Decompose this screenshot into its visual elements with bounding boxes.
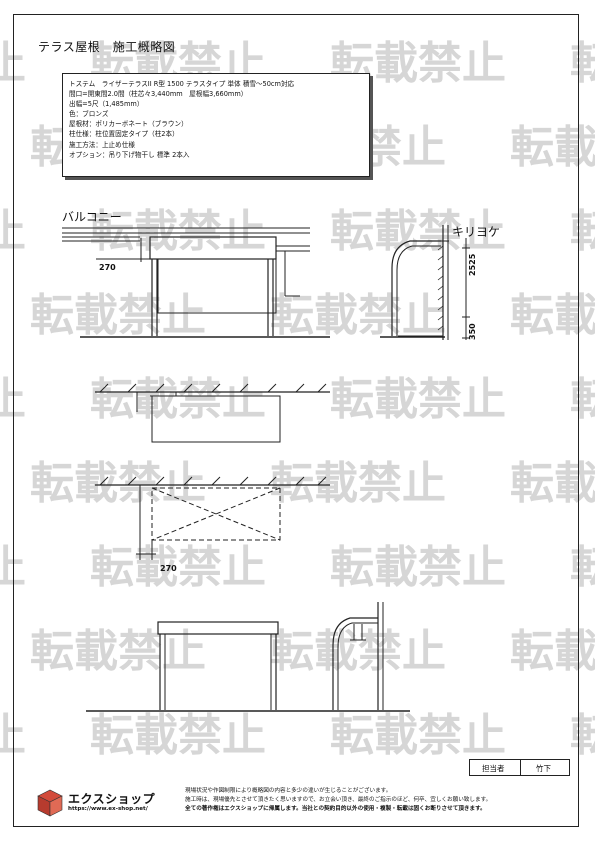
side-elevation (380, 225, 470, 340)
balcony-label: バルコニー (62, 210, 122, 224)
watermark-text: 転載禁止 (570, 542, 595, 593)
watermark-text: 転載禁止 (330, 374, 506, 425)
watermark-text: 転載禁止 (90, 710, 266, 761)
footer-note: 全ての著作権はエクスショップに帰属します。当社との契約目的以外の使用・複製・転載… (185, 806, 486, 812)
plan-view-2 (95, 476, 330, 560)
watermark-text: 転載禁止 (510, 122, 595, 173)
spec-line: 屋根材：ポリカーボネート（ブラウン） (69, 120, 188, 129)
bottom-front-elevation (86, 621, 410, 712)
page-frame (13, 14, 579, 827)
footer-note: 現場状況や作図制限により概略図の内容と多少の違いが生じることがございます。 (185, 788, 392, 794)
watermark-text: 転載禁止 (90, 542, 266, 593)
watermark-text: 転載禁止 (30, 458, 206, 509)
staff-separator (520, 760, 521, 775)
brand-url[interactable]: https://www.ex-shop.net/ (68, 806, 148, 812)
watermark-text: 転載禁止 (570, 374, 595, 425)
watermark-text: 転載禁止 (570, 710, 595, 761)
watermark-text: 転載禁止 (510, 626, 595, 677)
spec-line: 柱仕様：柱位置固定タイプ（柱2本） (69, 130, 179, 139)
watermark-text: 転載禁止 (270, 626, 446, 677)
height-base-dimension: 350 (468, 323, 477, 340)
front-offset-dimension: 270 (99, 263, 116, 272)
footer-note: 施工時は、現場優先とさせて頂きたく思いますので、お立会い頂き、最終のご指示のほど… (185, 797, 492, 803)
watermark-text: 転載禁止 (510, 290, 595, 341)
watermark-text: 転載禁止 (30, 290, 206, 341)
watermark-text: 転載禁止 (510, 458, 595, 509)
spec-line: オプション：吊り下げ物干し 標準 2本入 (69, 150, 190, 159)
watermark-text: 転載禁止 (90, 374, 266, 425)
brand-name: エクスショップ (68, 792, 156, 806)
spec-line: トステム ライザーテラスII R型 1500 テラスタイプ 単体 積雪～50cm… (69, 80, 295, 88)
staff-box: 担当者 竹下 (469, 759, 570, 776)
ex-shop-logo (37, 789, 63, 817)
bottom-side-elevation (332, 602, 384, 710)
spec-box: トステム ライザーテラスII R型 1500 テラスタイプ 単体 積雪～50cm… (62, 73, 370, 177)
staff-name: 竹下 (536, 764, 551, 773)
watermark-text: 転載禁止 (570, 206, 595, 257)
plan-offset-dimension: 270 (160, 564, 177, 573)
watermark-text: 転載禁止 (330, 206, 506, 257)
spec-line: 施工方法：上止め仕様 (69, 140, 135, 149)
plan-view-1 (95, 383, 330, 443)
spec-line: 間口=開東間2.0間（柱芯々3,440mm 屋根幅3,660mm） (69, 90, 248, 99)
box-icon (37, 789, 63, 817)
watermark-text: 転載禁止 (330, 710, 506, 761)
footer-notes: 現場状況や作図制限により概略図の内容と多少の違いが生じることがございます。 施工… (185, 787, 491, 814)
watermark-text: 転載禁止 (570, 38, 595, 89)
watermark-text: 転載禁止 (90, 206, 266, 257)
watermark-text: 転載禁止 (270, 458, 446, 509)
kiriyoke-label: キリヨケ (452, 225, 501, 239)
watermark-text: 転載禁止 (330, 542, 506, 593)
height-main-dimension: 2525 (468, 253, 477, 276)
spec-line: 出幅=5尺（1,485mm） (69, 100, 144, 109)
page-title: テラス屋根 施工概略図 (38, 40, 176, 54)
staff-label: 担当者 (482, 764, 505, 773)
spec-line: 色：ブロンズ (69, 110, 109, 119)
watermark-text: 転載禁止 (270, 290, 446, 341)
front-elevation (62, 227, 330, 338)
